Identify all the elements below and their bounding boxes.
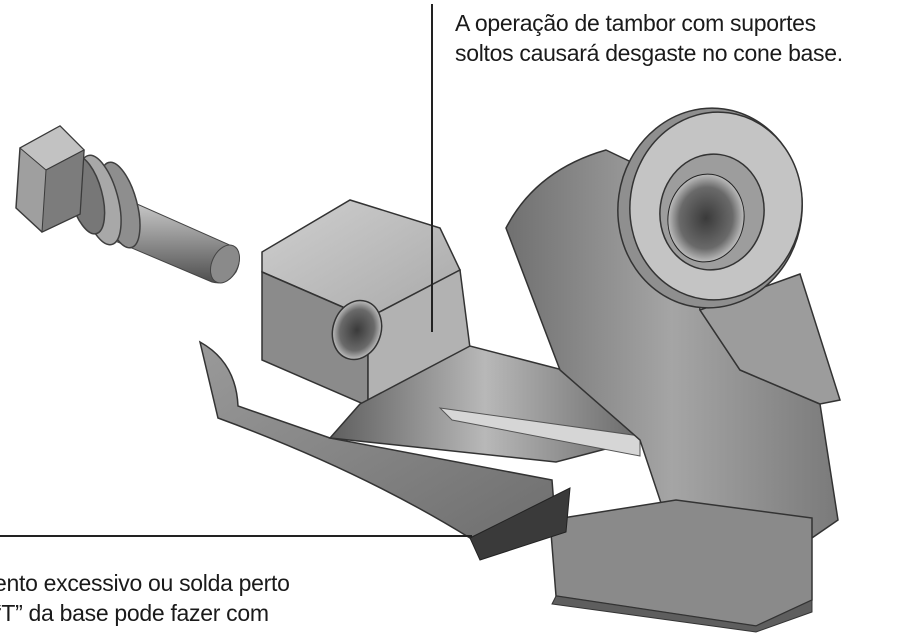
callout-bottom-line-2: “T” da base pode fazer com — [0, 600, 269, 626]
callout-bottom-line-1: ento excessivo ou solda perto — [0, 570, 290, 596]
drum-base-bracket-icon — [198, 107, 841, 633]
callout-top-line-1: A operação de tambor com suportes — [455, 10, 816, 36]
callout-base-welding: ento excessivo ou solda perto “T” da bas… — [0, 568, 290, 628]
callout-drum-operation: A operação de tambor com suportes soltos… — [455, 8, 843, 68]
callout-top-line-2: soltos causará desgaste no cone base. — [455, 40, 843, 66]
bolt-with-washers-icon — [15, 125, 241, 284]
